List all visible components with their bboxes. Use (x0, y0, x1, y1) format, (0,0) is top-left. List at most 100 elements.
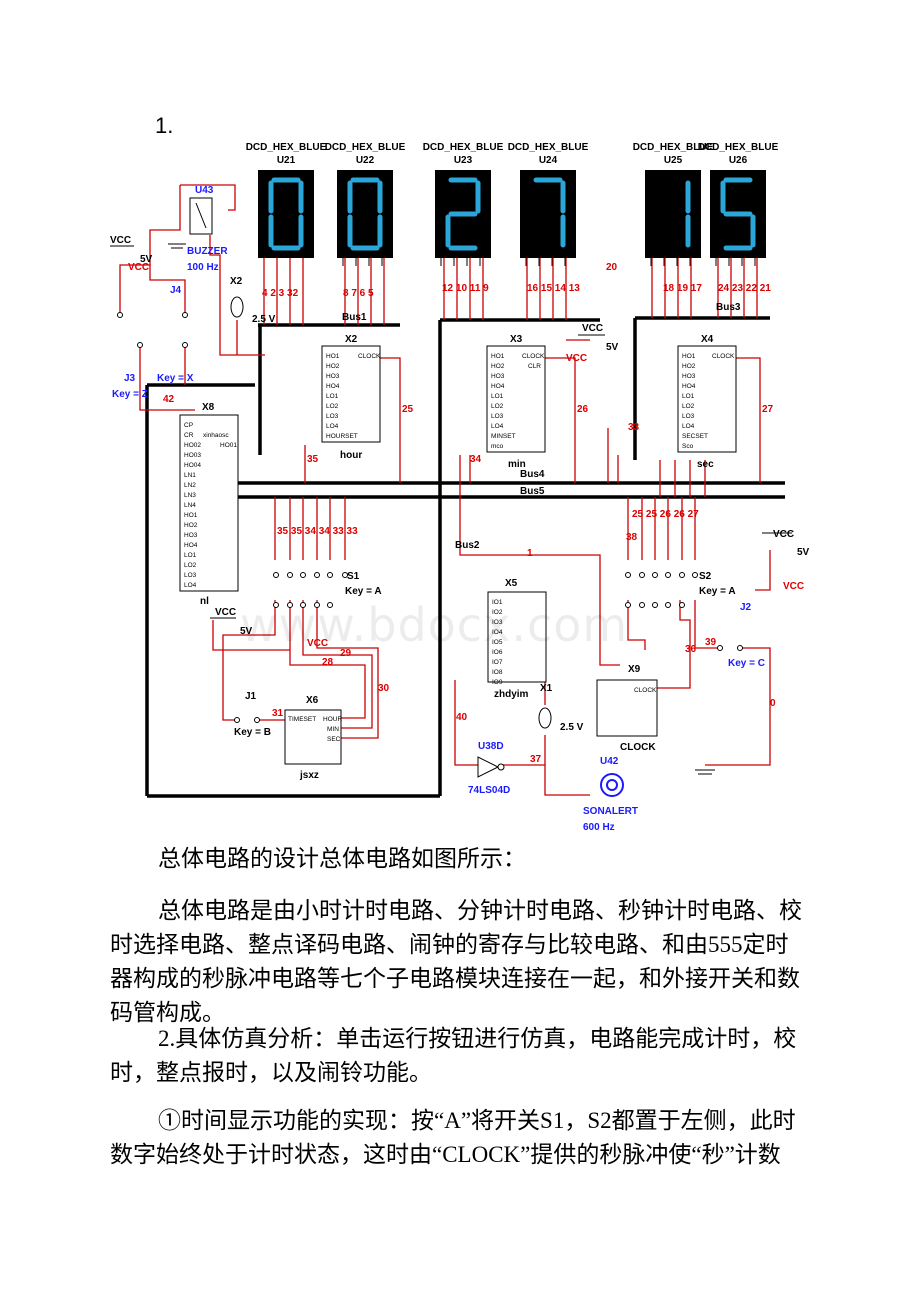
svg-text:CLOCK: CLOCK (712, 353, 735, 360)
display-type-label: DCD_HEX_BLUE (633, 142, 714, 153)
x1-probe-volt: 2.5 V (560, 722, 584, 733)
display-ref-label: U23 (454, 155, 473, 166)
svg-text:SEC: SEC (327, 736, 341, 743)
sonalert-freq: 600 Hz (583, 822, 615, 833)
net-0: 0 (770, 698, 776, 709)
x2-ref: X2 (345, 334, 358, 345)
svg-text:HO1: HO1 (682, 353, 696, 360)
display-body (337, 170, 393, 258)
svg-text:HO3: HO3 (326, 373, 340, 380)
net-20: 20 (606, 262, 618, 273)
svg-text:LO1: LO1 (682, 393, 695, 400)
display-type-label: DCD_HEX_BLUE (325, 142, 406, 153)
svg-text:LO4: LO4 (682, 423, 695, 430)
x2-name: hour (340, 450, 362, 461)
svg-text:HO3: HO3 (184, 532, 198, 539)
x4-box (677, 345, 737, 453)
display-ref-label: U25 (664, 155, 683, 166)
x8-box (179, 414, 239, 592)
x5-box (487, 591, 547, 683)
switch-contacts (117, 312, 743, 723)
svg-text:mco: mco (491, 443, 504, 450)
wire-vcc-j4 (149, 265, 186, 315)
x6-name: jsxz (299, 770, 319, 781)
svg-text:LO3: LO3 (682, 413, 695, 420)
svg-text:IO9: IO9 (492, 679, 503, 686)
display-body (645, 170, 701, 258)
paragraph-4: ①时间显示功能的实现：按“A”将开关S1，S2都置于左侧，此时数字始终处于计时状… (110, 1108, 796, 1167)
u21-pin-numbers: 4 2 3 32 (262, 288, 299, 299)
s2-ref: S2 (699, 571, 712, 582)
svg-text:HO1: HO1 (184, 512, 198, 519)
vcc-left-label: VCC (110, 235, 131, 246)
display-body (258, 170, 314, 258)
display-ref-label: U21 (277, 155, 296, 166)
bus-lines (145, 316, 785, 798)
x2-probe-ref: X2 (230, 276, 243, 287)
x1-probe-ref: X1 (540, 683, 553, 694)
u38d-part: 74LS04D (468, 785, 510, 796)
net-40: 40 (456, 712, 468, 723)
u25-pin-numbers: 18 19 17 (663, 283, 702, 294)
svg-text:CLR: CLR (528, 363, 541, 370)
sonalert-name: SONALERT (583, 806, 638, 817)
section-number: 1. (155, 113, 173, 138)
net-27: 27 (762, 404, 774, 415)
svg-text:MINSET: MINSET (491, 433, 516, 440)
j2-ref: J2 (740, 602, 752, 613)
seven-segment-displays: DCD_HEX_BLUEU21DCD_HEX_BLUEU22DCD_HEX_BL… (246, 142, 779, 266)
bus3-label: Bus3 (716, 302, 741, 313)
svg-text:HO4: HO4 (326, 383, 340, 390)
sonalert-inner (606, 779, 618, 791)
svg-text:CR: CR (184, 432, 194, 439)
svg-text:IO1: IO1 (492, 599, 503, 606)
u42-ref: U42 (600, 756, 619, 767)
buzzer-diagonal (195, 202, 207, 229)
x8-ref: X8 (202, 402, 215, 413)
x9-name: CLOCK (620, 742, 656, 753)
key-x-label: Key = X (157, 373, 194, 384)
svg-text:LO4: LO4 (326, 423, 339, 430)
svg-text:LN1: LN1 (184, 472, 196, 479)
svg-text:HOURSET: HOURSET (326, 433, 358, 440)
svg-text:IO7: IO7 (492, 659, 503, 666)
svg-text:CP: CP (184, 422, 193, 429)
bus5-label: Bus5 (520, 486, 545, 497)
svg-text:HO04: HO04 (184, 462, 201, 469)
vcc-right-volt: 5V (606, 342, 619, 353)
svg-text:HO1: HO1 (491, 353, 505, 360)
svg-text:LO2: LO2 (184, 562, 197, 569)
svg-text:xinhaosc: xinhaosc (203, 432, 229, 439)
symbols (110, 197, 792, 797)
vcc-bottom-net: VCC (783, 581, 804, 592)
net-36: 36 (685, 644, 697, 655)
svg-text:HO3: HO3 (491, 373, 505, 380)
x9-ref: X9 (628, 664, 641, 675)
j3-ref: J3 (124, 373, 136, 384)
x2-box (321, 345, 381, 443)
red-wires (119, 184, 771, 796)
j4-ref: J4 (170, 285, 182, 296)
vcc-bottom-volt: 5V (797, 547, 810, 558)
s1-top-numbers: 35 35 34 34 33 33 (277, 526, 358, 537)
svg-text:IO4: IO4 (492, 629, 503, 636)
svg-text:IO2: IO2 (492, 609, 503, 616)
display-body (520, 170, 576, 258)
x3-box (486, 345, 546, 453)
vcc-right-label: VCC (582, 323, 603, 334)
svg-text:CLOCK: CLOCK (522, 353, 545, 360)
inverter-symbol (477, 756, 500, 778)
x5-name: zhdyim (494, 689, 529, 700)
display-ref-label: U26 (729, 155, 748, 166)
svg-text:IO6: IO6 (492, 649, 503, 656)
svg-text:HOUR: HOUR (323, 716, 342, 723)
bus4-label: Bus4 (520, 469, 545, 480)
svg-text:LO2: LO2 (326, 403, 339, 410)
u38d-ref: U38D (478, 741, 504, 752)
j1-key: Key = B (234, 727, 271, 738)
vcc-bottom-label: VCC (773, 529, 794, 540)
wire-vcc-j3 (119, 185, 181, 315)
svg-text:LO3: LO3 (491, 413, 504, 420)
x9-box (596, 679, 658, 737)
